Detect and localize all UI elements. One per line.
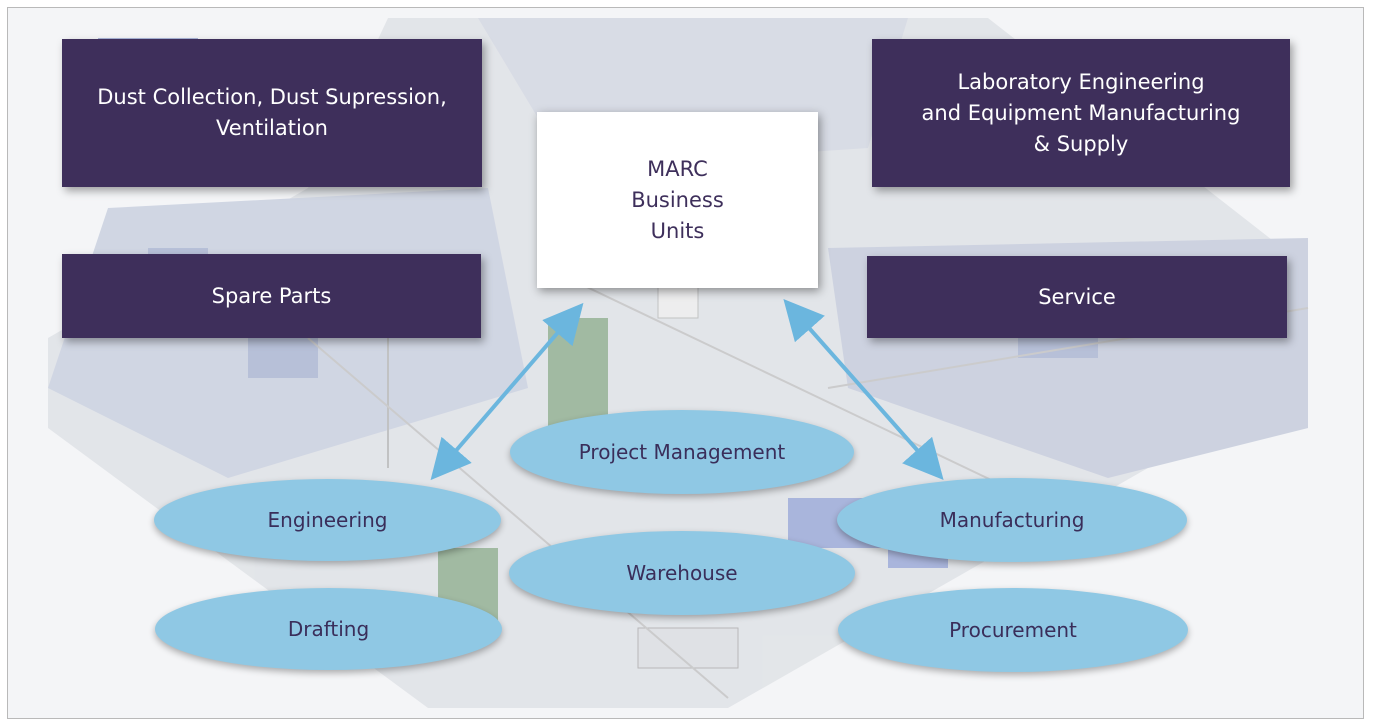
spare-parts-label: Spare Parts	[211, 283, 332, 308]
arrow-manufacturing	[783, 299, 944, 480]
spare-parts-box: Spare Parts	[62, 254, 481, 338]
warehouse-ellipse: Warehouse	[509, 531, 855, 615]
engineering-ellipse: Engineering	[154, 479, 501, 561]
engineering-label: Engineering	[267, 508, 388, 532]
warehouse-label: Warehouse	[626, 561, 738, 585]
marc-business-units-box: MARC Business Units	[537, 112, 818, 288]
manufacturing-label: Manufacturing	[939, 508, 1085, 532]
manufacturing-ellipse: Manufacturing	[837, 478, 1187, 562]
marc-business-units-label: MARC Business Units	[631, 156, 724, 243]
dust-collection-label: Dust Collection, Dust Supression, Ventil…	[97, 85, 447, 140]
diagram-frame: Dust Collection, Dust Supression, Ventil…	[7, 7, 1364, 719]
project-management-ellipse: Project Management	[510, 410, 854, 494]
service-label: Service	[1038, 284, 1116, 309]
drafting-ellipse: Drafting	[155, 588, 502, 670]
connector-arrows	[430, 299, 944, 481]
project-management-label: Project Management	[578, 440, 786, 464]
drafting-label: Drafting	[287, 617, 370, 641]
arrow-engineering	[430, 302, 584, 481]
dust-collection-box: Dust Collection, Dust Supression, Ventil…	[62, 39, 482, 187]
service-box: Service	[867, 256, 1287, 338]
laboratory-engineering-box: Laboratory Engineering and Equipment Man…	[872, 39, 1290, 187]
procurement-label: Procurement	[949, 618, 1077, 642]
procurement-ellipse: Procurement	[838, 588, 1188, 672]
laboratory-engineering-label: Laboratory Engineering and Equipment Man…	[921, 69, 1241, 156]
